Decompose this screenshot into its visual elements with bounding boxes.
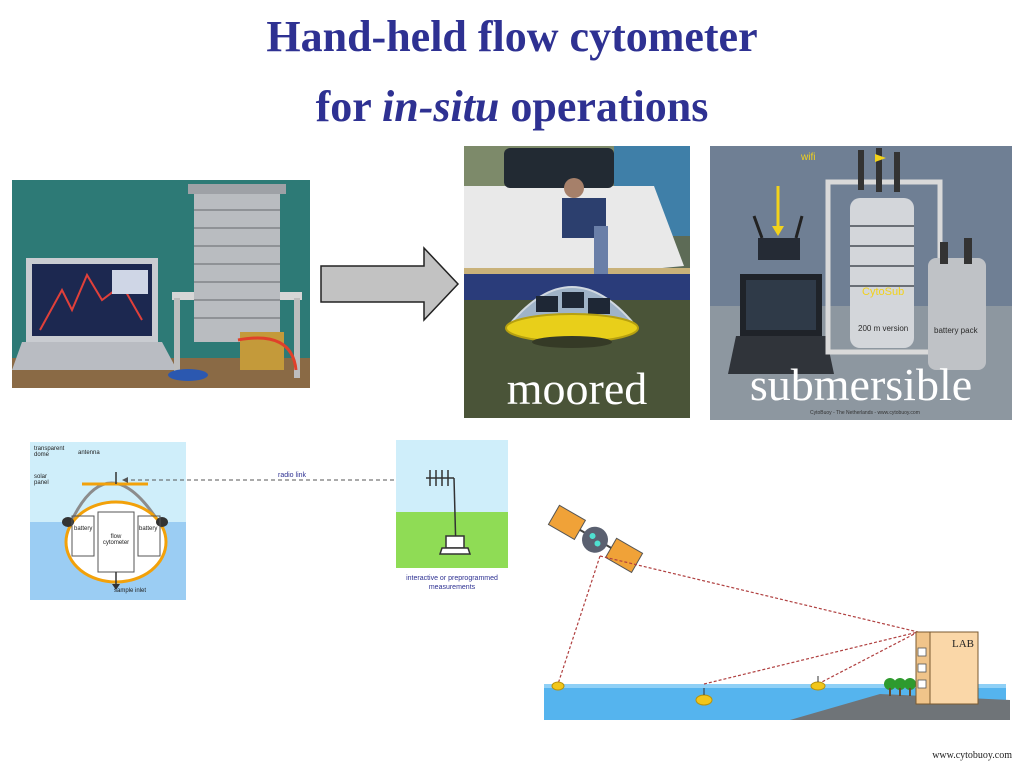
submersible-caption: submersible xyxy=(749,359,973,410)
battery-pack-label: battery pack xyxy=(934,326,978,335)
photo-credit: CytoBuoy - The Netherlands - www.cytobuo… xyxy=(810,410,920,416)
battery-right-label: battery xyxy=(139,526,158,532)
radio-link-label: radio link xyxy=(276,472,309,479)
receiver-station-panel xyxy=(396,440,508,568)
battery-left-label: battery xyxy=(74,526,93,532)
satellite-network-diagram: LAB xyxy=(540,498,1010,722)
antenna-label: antenna xyxy=(78,450,100,456)
moored-buoy-photo: moored xyxy=(464,146,690,418)
footer-url[interactable]: www.cytobuoy.com xyxy=(932,750,1012,761)
right-arrow-icon xyxy=(320,246,460,322)
solar-panel-label: solar panel xyxy=(34,474,49,486)
radio-link-arrow xyxy=(120,470,420,490)
lab-label: LAB xyxy=(952,638,974,650)
flow-cytometer-label: flow cytometer xyxy=(102,534,130,546)
buoy-cross-section-diagram: transparent dome antenna solar panel bat… xyxy=(30,442,186,600)
slide-title-line-2: for in-situ operations xyxy=(315,82,709,131)
version-label: 200 m version xyxy=(858,324,909,333)
cytosub-label: CytoSub xyxy=(862,286,905,298)
moored-caption: moored xyxy=(506,363,648,414)
transparent-dome-label: transparent dome xyxy=(34,446,65,458)
wifi-label: wifi xyxy=(801,152,816,163)
lab-instrument-photo xyxy=(12,180,310,388)
sample-inlet-label: sample inlet xyxy=(114,588,147,594)
submersible-photo: wifi CytoSub 200 m version battery pack … xyxy=(710,146,1012,420)
slide-title-line-1: Hand-held flow cytometer xyxy=(266,12,758,61)
